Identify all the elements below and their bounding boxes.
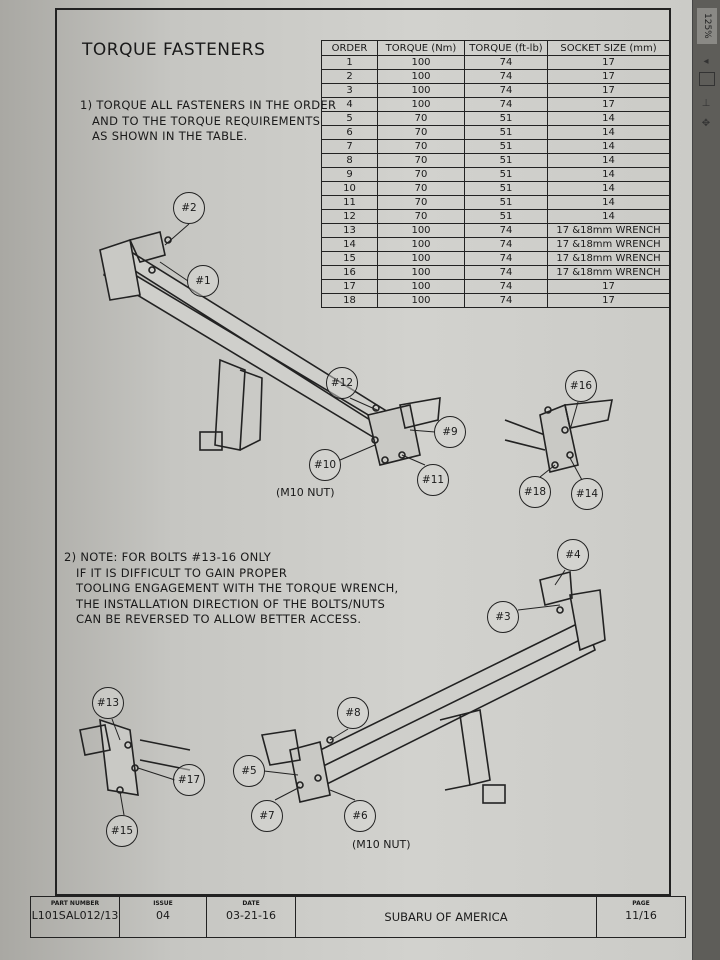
page-cell: PAGE 11/16 xyxy=(597,897,685,937)
callout-16: #16 xyxy=(565,370,597,402)
callout-2: #2 xyxy=(173,192,205,224)
callout-17: #17 xyxy=(173,764,205,796)
page-number: 11/16 xyxy=(625,909,657,922)
callout-3: #3 xyxy=(487,601,519,633)
document-page: TORQUE FASTENERS 1) TORQUE ALL FASTENERS… xyxy=(0,0,692,960)
callout-10: #10 xyxy=(309,449,341,481)
callout-15: #15 xyxy=(106,815,138,847)
part-number-label: PART NUMBER xyxy=(50,900,100,907)
note-line: 1) TORQUE ALL FASTENERS IN THE ORDER xyxy=(80,98,337,112)
note-line: CAN BE REVERSED TO ALLOW BETTER ACCESS. xyxy=(76,612,362,626)
note-line: TOOLING ENGAGEMENT WITH THE TORQUE WRENC… xyxy=(76,581,399,595)
towbar-side-detail xyxy=(504,399,613,473)
towbar-bottom-drawing xyxy=(260,570,606,804)
viewer-sidebar: 125% ◂ ⊥ ✥ xyxy=(692,0,720,960)
callout-13: #13 xyxy=(92,687,124,719)
nut-label: (M10 NUT) xyxy=(352,838,411,851)
issue-cell: ISSUE 04 xyxy=(120,897,207,937)
note-line: AS SHOWN IN THE TABLE. xyxy=(92,129,248,143)
callout-7: #7 xyxy=(251,800,283,832)
callout-12: #12 xyxy=(326,367,358,399)
callout-1: #1 xyxy=(187,265,219,297)
part-number-cell: PART NUMBER L101SAL012/13 xyxy=(31,897,120,937)
callout-14: #14 xyxy=(571,478,603,510)
callout-11: #11 xyxy=(417,464,449,496)
title-block: PART NUMBER L101SAL012/13 ISSUE 04 DATE 03-… xyxy=(30,896,686,938)
issue: 04 xyxy=(156,909,170,922)
nut-label: (M10 NUT) xyxy=(276,486,335,499)
table-cell: 100 xyxy=(377,293,465,308)
fit-width-icon[interactable]: ⊥ xyxy=(701,98,711,109)
note-1: 1) TORQUE ALL FASTENERS IN THE ORDER AND… xyxy=(80,98,336,145)
callout-4: #4 xyxy=(557,539,589,571)
towbar-top-drawing xyxy=(99,231,441,466)
date-cell: DATE 03-21-16 xyxy=(207,897,296,937)
issue-label: ISSUE xyxy=(153,900,173,907)
towbar-diagrams xyxy=(79,223,613,816)
company-name: SUBARU OF AMERICA xyxy=(384,910,508,924)
note-line: IF IT IS DIFFICULT TO GAIN PROPER xyxy=(76,565,288,580)
drawing-frame xyxy=(55,8,671,896)
note-line: 2) NOTE: FOR BOLTS #13-16 ONLY xyxy=(64,550,272,564)
page-title: TORQUE FASTENERS xyxy=(82,40,266,60)
callout-18: #18 xyxy=(519,476,551,508)
note-line: AND TO THE TORQUE REQUIREMENTS xyxy=(92,113,321,128)
table-cell: 17 xyxy=(547,293,670,308)
zoom-level[interactable]: 125% xyxy=(697,8,717,44)
callout-8: #8 xyxy=(337,697,369,729)
callout-5: #5 xyxy=(233,755,265,787)
note-2: 2) NOTE: FOR BOLTS #13-16 ONLY IF IT IS … xyxy=(64,550,399,628)
note-line: THE INSTALLATION DIRECTION OF THE BOLTS/… xyxy=(76,596,386,611)
part-number: L101SAL012/13 xyxy=(31,909,119,922)
page-icon[interactable] xyxy=(699,72,715,86)
collapse-arrow-icon[interactable]: ◂ xyxy=(703,56,709,67)
move-icon[interactable]: ✥ xyxy=(701,118,711,129)
date: 03-21-16 xyxy=(226,909,276,922)
torque-table: ORDER TORQUE (Nm) TORQUE (ft-lb) SOCKET … xyxy=(321,40,670,308)
callout-6: #6 xyxy=(344,800,376,832)
table-cell: 74 xyxy=(464,293,548,308)
callout-9: #9 xyxy=(434,416,466,448)
company-cell: SUBARU OF AMERICA xyxy=(296,897,597,937)
date-label: DATE xyxy=(242,900,260,907)
page-label: PAGE xyxy=(632,900,650,907)
